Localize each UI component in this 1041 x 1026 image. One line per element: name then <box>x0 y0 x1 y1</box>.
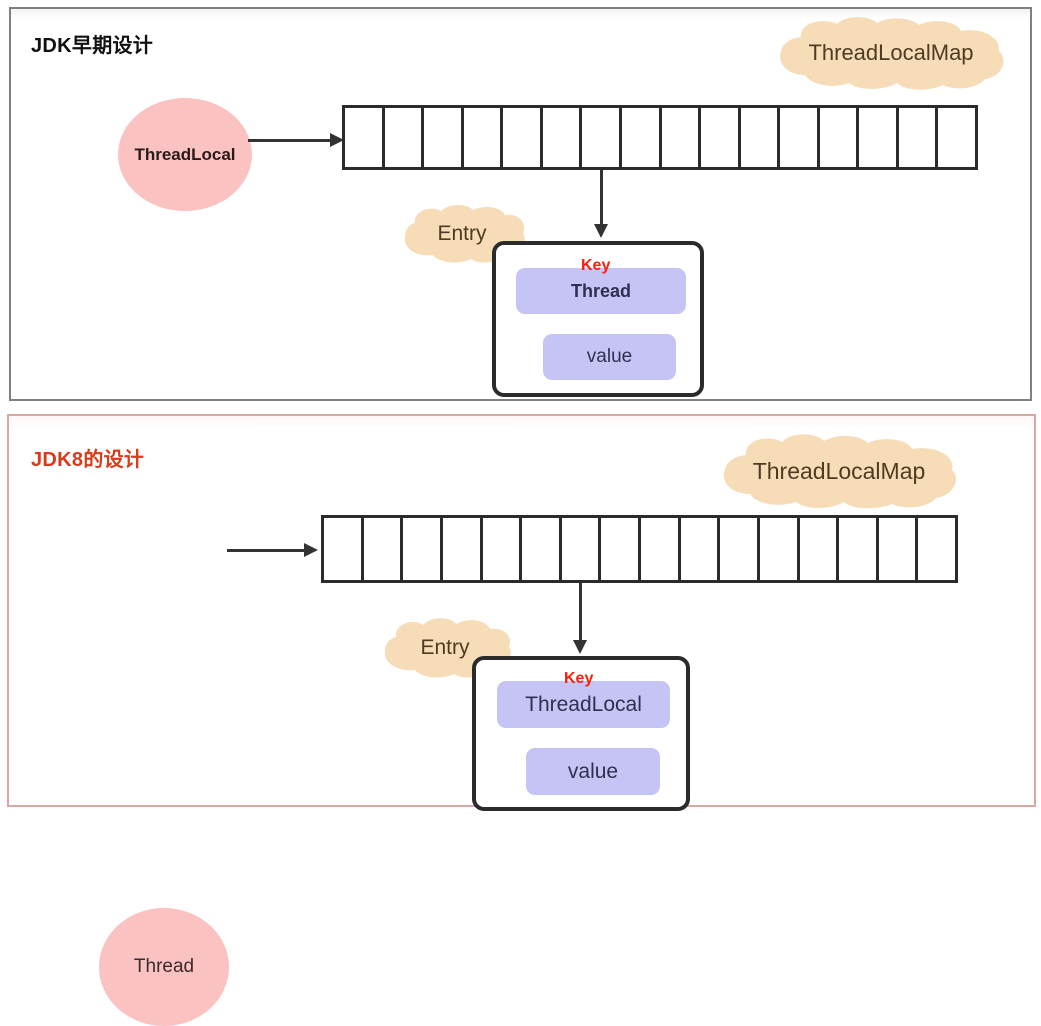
cloud-threadlocalmap-top-label: ThreadLocalMap <box>808 40 974 65</box>
cloud-entry-bottom-label: Entry <box>420 636 470 659</box>
array-bottom-cell-12 <box>800 518 840 580</box>
array-top-cell-3 <box>464 108 504 167</box>
entry-value-slot-bottom: value <box>526 748 660 795</box>
key-label-top: Key <box>581 257 611 274</box>
entry-value-slot-top-label: value <box>586 346 633 367</box>
entry-value-slot-bottom-label: value <box>567 759 619 783</box>
array-top-cell-8 <box>662 108 702 167</box>
arrow-array-to-entry-bottom <box>573 583 587 654</box>
array-top-cell-5 <box>543 108 583 167</box>
cloud-entry-top-label: Entry <box>437 222 487 245</box>
circle-threadlocal-top: ThreadLocal <box>118 98 252 211</box>
array-bottom-cell-2 <box>403 518 443 580</box>
array-threadlocalmap-top <box>342 105 978 170</box>
array-top-cell-4 <box>503 108 543 167</box>
array-top-cell-9 <box>701 108 741 167</box>
array-bottom-cell-5 <box>522 518 562 580</box>
array-bottom-cell-8 <box>641 518 681 580</box>
cloud-shape-icon <box>780 17 1004 90</box>
array-top-cell-14 <box>899 108 939 167</box>
panel-jdk8: JDK8的设计 ThreadLocalMap Thread Entry K <box>7 414 1036 1026</box>
array-bottom-cell-11 <box>760 518 800 580</box>
array-top-cell-10 <box>741 108 781 167</box>
arrow-threadlocal-to-array <box>248 133 344 147</box>
array-top-cell-6 <box>582 108 622 167</box>
circle-thread-bottom-label: Thread <box>133 956 195 977</box>
array-top-cell-0 <box>345 108 385 167</box>
cloud-threadlocalmap-bottom-label: ThreadLocalMap <box>752 457 926 484</box>
entry-key-slot-top-label: Thread <box>570 280 631 301</box>
entry-key-slot-bottom: ThreadLocal <box>497 681 670 728</box>
array-bottom-cell-4 <box>483 518 523 580</box>
array-top-cell-2 <box>424 108 464 167</box>
entry-box-top: Key Thread value <box>492 241 704 397</box>
array-top-cell-11 <box>780 108 820 167</box>
arrow-thread-to-array <box>227 543 318 557</box>
diagram-canvas: JDK早期设计 ThreadLocalMap ThreadLocal Entry <box>7 7 1036 1026</box>
circle-threadlocal-top-label: ThreadLocal <box>134 144 236 164</box>
arrow-array-to-entry-top <box>594 170 608 238</box>
array-top-cell-7 <box>622 108 662 167</box>
cloud-threadlocalmap-top: ThreadLocalMap <box>771 15 1011 91</box>
array-bottom-cell-13 <box>839 518 879 580</box>
entry-value-slot-top: value <box>543 334 676 380</box>
array-top-cell-1 <box>385 108 425 167</box>
array-bottom-cell-15 <box>918 518 955 580</box>
array-bottom-cell-6 <box>562 518 602 580</box>
entry-box-bottom: Key ThreadLocal value <box>472 656 690 811</box>
array-bottom-cell-0 <box>324 518 364 580</box>
panel-title-jdk-early: JDK早期设计 <box>31 35 154 57</box>
array-threadlocalmap-bottom <box>321 515 958 583</box>
array-bottom-cell-7 <box>601 518 641 580</box>
circle-thread-bottom: Thread <box>99 908 229 1026</box>
array-bottom-cell-9 <box>681 518 721 580</box>
panel-title-jdk8: JDK8的设计 <box>31 449 145 471</box>
cloud-shape-icon <box>723 434 957 509</box>
array-top-cell-15 <box>938 108 975 167</box>
array-top-cell-12 <box>820 108 860 167</box>
key-label-bottom: Key <box>564 670 594 687</box>
entry-key-slot-top: Thread <box>516 268 686 314</box>
cloud-threadlocalmap-bottom: ThreadLocalMap <box>714 432 964 510</box>
array-bottom-cell-1 <box>364 518 404 580</box>
entry-key-slot-bottom-label: ThreadLocal <box>525 692 642 716</box>
array-bottom-cell-3 <box>443 518 483 580</box>
array-top-cell-13 <box>859 108 899 167</box>
array-bottom-cell-14 <box>879 518 919 580</box>
panel-jdk-early: JDK早期设计 ThreadLocalMap ThreadLocal Entry <box>9 7 1032 401</box>
array-bottom-cell-10 <box>720 518 760 580</box>
